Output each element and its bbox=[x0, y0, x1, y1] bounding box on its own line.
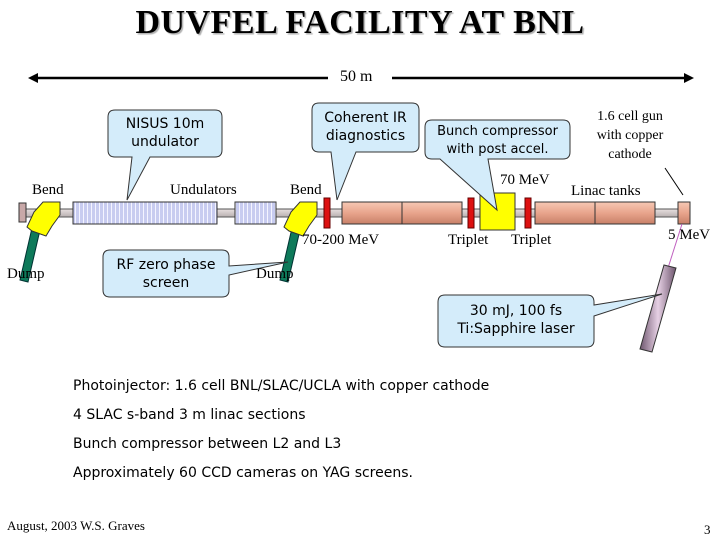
rf-gun bbox=[677, 201, 691, 225]
bullet-item: Bunch compressor between L2 and L3 bbox=[73, 436, 342, 452]
callout-rf-zero-phase-shape bbox=[102, 249, 289, 298]
label-bend-mid: Bend bbox=[290, 182, 322, 198]
undulator-short bbox=[234, 201, 277, 225]
callout-bunch-compressor: Bunch compressor with post accel. bbox=[425, 123, 570, 159]
end-cap-left bbox=[18, 202, 27, 223]
callout-laser-line2: Ti:Sapphire laser bbox=[457, 321, 575, 337]
callout-coherent-ir-line2: diagnostics bbox=[325, 128, 406, 144]
callout-laser-shape bbox=[437, 293, 663, 348]
bunch-compressor bbox=[479, 192, 516, 231]
undulator-nisus bbox=[72, 201, 218, 225]
callout-nisus-line1: NISUS 10m bbox=[125, 116, 205, 132]
callout-coherent-ir-shape bbox=[311, 102, 420, 201]
label-energy-5: 5 MeV bbox=[668, 227, 711, 243]
bend-magnet-left bbox=[26, 201, 61, 237]
scale-label: 50 m bbox=[340, 68, 373, 85]
linac-tank-4 bbox=[594, 201, 656, 225]
callout-bunch-compressor-shape bbox=[424, 119, 571, 212]
gun-description: 1.6 cell gun with copper cathode bbox=[585, 107, 675, 164]
quad-triplet-2 bbox=[524, 197, 532, 229]
gun-description-line3: cathode bbox=[608, 147, 652, 162]
label-linac-tanks: Linac tanks bbox=[571, 183, 641, 199]
arrow-right-icon bbox=[684, 73, 694, 83]
gun-description-line2: with copper bbox=[596, 128, 664, 143]
linac-tank-2 bbox=[401, 201, 463, 225]
bullet-item: 4 SLAC s-band 3 m linac sections bbox=[73, 407, 306, 423]
label-triplet-1: Triplet bbox=[448, 232, 489, 248]
callout-rf-zero-phase-line1: RF zero phase bbox=[116, 257, 216, 273]
laser-beam-path bbox=[667, 223, 683, 269]
label-energy-70: 70 MeV bbox=[500, 172, 550, 188]
callout-rf-zero-phase: RF zero phase screen bbox=[103, 256, 229, 292]
page-number: 3 bbox=[704, 522, 711, 537]
scale-arrow bbox=[28, 73, 694, 83]
callout-nisus-line2: undulator bbox=[131, 134, 199, 150]
bullet-item: Approximately 60 CCD cameras on YAG scre… bbox=[73, 465, 413, 481]
gun-pointer-line bbox=[664, 167, 684, 196]
bend-magnet-mid bbox=[283, 201, 318, 237]
callout-bunch-compressor-line1: Bunch compressor bbox=[437, 124, 558, 139]
arrow-left-icon bbox=[28, 73, 38, 83]
label-energy-70-200: 70-200 MeV bbox=[302, 232, 380, 248]
linac-tank-1 bbox=[341, 201, 403, 225]
bullet-list: Photoinjector: 1.6 cell BNL/SLAC/UCLA wi… bbox=[73, 378, 489, 494]
callout-nisus: NISUS 10m undulator bbox=[108, 115, 222, 151]
label-dump-mid: Dump bbox=[256, 266, 294, 282]
label-dump-left: Dump bbox=[7, 266, 45, 282]
label-triplet-2: Triplet bbox=[511, 232, 552, 248]
footer-date-author: August, 2003 W.S. Graves bbox=[7, 518, 145, 533]
callout-coherent-ir-line1: Coherent IR bbox=[324, 110, 407, 126]
callout-bunch-compressor-line2: with post accel. bbox=[446, 142, 549, 157]
gun-description-line1: 1.6 cell gun bbox=[597, 109, 663, 124]
callout-rf-zero-phase-line2: screen bbox=[142, 275, 190, 291]
quad-triplet-1 bbox=[467, 197, 475, 229]
callout-laser-line1: 30 mJ, 100 fs bbox=[469, 303, 563, 319]
callout-coherent-ir: Coherent IR diagnostics bbox=[312, 109, 419, 145]
laser-rod bbox=[639, 264, 677, 353]
label-bend-left: Bend bbox=[32, 182, 64, 198]
linac-tank-3 bbox=[534, 201, 596, 225]
bullet-item: Photoinjector: 1.6 cell BNL/SLAC/UCLA wi… bbox=[73, 378, 490, 394]
callout-laser: 30 mJ, 100 fs Ti:Sapphire laser bbox=[438, 302, 594, 338]
callout-nisus-shape bbox=[107, 109, 223, 201]
quad-1 bbox=[323, 197, 331, 229]
slide-title: DUVFEL Facility at BNL bbox=[135, 4, 585, 41]
label-undulators: Undulators bbox=[170, 182, 237, 198]
